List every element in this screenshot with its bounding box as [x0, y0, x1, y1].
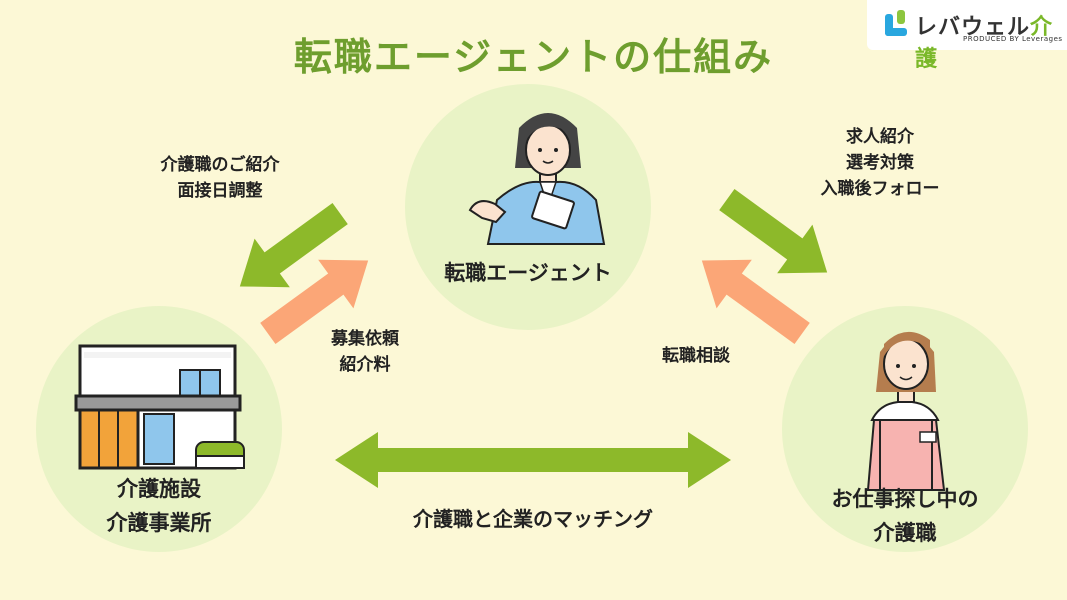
- page-title: 転職エージェントの仕組み: [293, 35, 774, 79]
- agent-illustration: [468, 113, 606, 245]
- matching-label: 介護職と企業のマッチング: [413, 507, 653, 531]
- note-facility-to-agent-line2: 紹介料: [339, 355, 391, 375]
- seeker-illustration: [866, 331, 946, 491]
- logo-name-part1: レバウェル: [915, 15, 1031, 40]
- logo-tagline: PRODUCED BY Leverages: [963, 35, 1063, 43]
- seeker-label-line2: 介護職: [873, 521, 937, 545]
- note-seeker-to-agent: 転職相談: [636, 343, 756, 369]
- note-agent-to-facility-line1: 介護職のご紹介: [160, 155, 280, 175]
- agent-label: 転職エージェント: [444, 261, 612, 285]
- facility-building-illustration: [74, 344, 245, 470]
- note-agent-to-seeker-line2: 選考対策: [846, 153, 914, 173]
- logo-name-part2: 介護: [915, 15, 1054, 72]
- note-facility-to-agent-line1: 募集依頼: [331, 329, 399, 349]
- note-agent-to-facility-line2: 面接日調整: [177, 181, 263, 201]
- arrow-facility-to-agent: [260, 259, 369, 344]
- facility-label: 介護施設 介護事業所: [36, 472, 282, 540]
- arrow-agent-to-facility: [239, 203, 348, 288]
- facility-label-line2: 介護事業所: [106, 511, 212, 535]
- logo: レバウェル介護 PRODUCED BY Leverages: [867, 0, 1067, 72]
- note-agent-to-facility: 介護職のご紹介 面接日調整: [120, 152, 320, 204]
- facility-label-line1: 介護施設: [117, 477, 201, 501]
- note-facility-to-agent: 募集依頼 紹介料: [310, 326, 420, 378]
- logo-mark-icon: [885, 10, 907, 36]
- note-agent-to-seeker: 求人紹介 選考対策 入職後フォロー: [790, 124, 970, 202]
- note-agent-to-seeker-line3: 入職後フォロー: [820, 179, 940, 199]
- arrow-matching: [335, 432, 731, 488]
- arrow-seeker-to-agent: [701, 259, 810, 344]
- seeker-label: お仕事探し中の 介護職: [782, 482, 1028, 550]
- logo-wordmark: レバウェル介護: [915, 9, 1067, 73]
- arrow-agent-to-seeker: [719, 189, 828, 274]
- note-seeker-to-agent-line1: 転職相談: [662, 346, 730, 366]
- seeker-label-line1: お仕事探し中の: [831, 487, 979, 511]
- note-agent-to-seeker-line1: 求人紹介: [846, 127, 914, 147]
